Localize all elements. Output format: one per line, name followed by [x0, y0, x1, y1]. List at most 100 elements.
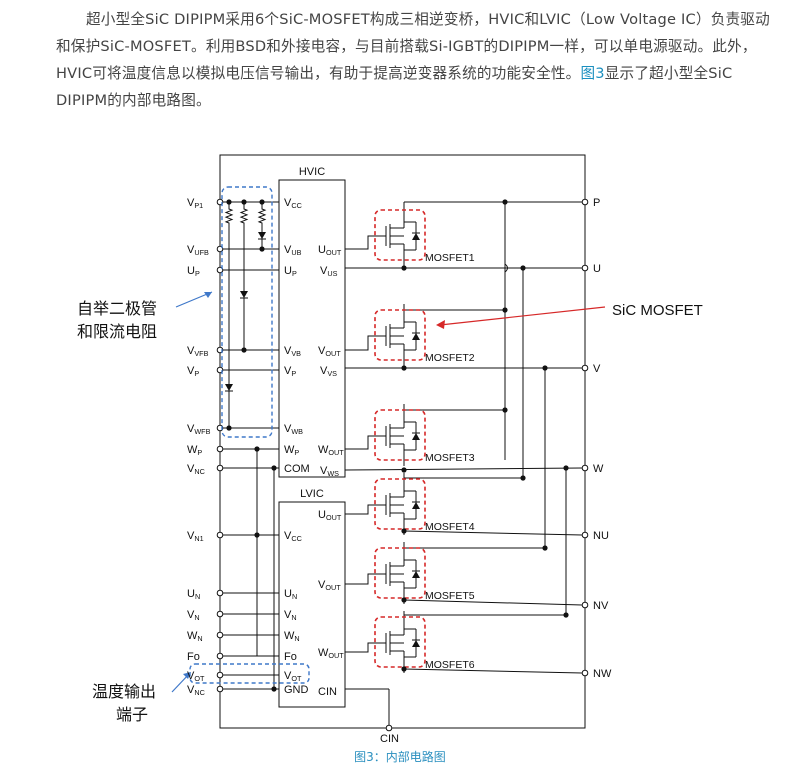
junction-dot — [254, 446, 260, 452]
wire — [345, 573, 380, 585]
hvic-pin-vp: VP — [284, 365, 296, 378]
mosfet-label: MOSFET5 — [425, 590, 475, 602]
hvic-out-vws: VWS — [320, 465, 339, 478]
body-diode — [412, 502, 420, 509]
annotation-temp-line2: 端子 — [116, 705, 148, 724]
left-pin-label-up: UP — [187, 265, 200, 278]
left-pin-label-wp: WP — [187, 444, 202, 457]
bottom-pin-cin: CIN — [380, 733, 399, 745]
lvic-box — [278, 501, 346, 708]
circuit-diagram: HVICLVICVP1VUFBUPVVFBVPVWFBWPVNCVN1UNVNW… — [77, 154, 703, 745]
left-pin-label-vufb: VUFB — [187, 244, 209, 257]
pin-terminal — [216, 266, 224, 274]
junction-dot — [401, 666, 407, 672]
junction-dot — [401, 597, 407, 603]
pin-terminal — [581, 531, 589, 539]
mosfet-label: MOSFET2 — [425, 352, 475, 364]
pin-terminal — [385, 724, 393, 732]
right-pin-U: U — [593, 263, 601, 275]
figure-3-link[interactable]: 图3 — [580, 65, 605, 82]
w-node — [344, 467, 583, 471]
mosfet-label: MOSFET4 — [425, 521, 475, 533]
hvic-out-uout: UOUT — [318, 244, 342, 257]
body-diode — [412, 233, 420, 240]
hvic-pin-vvb: VVB — [284, 345, 301, 358]
junction-dot — [271, 686, 277, 692]
pin-terminal — [581, 364, 589, 372]
resistor — [257, 202, 267, 230]
lvic-pin-vcc: VCC — [284, 530, 302, 543]
lvic-out-wout: WOUT — [318, 647, 344, 660]
figure-caption: 图3：内部电路图 — [354, 750, 446, 764]
hvic-pin-wp: WP — [284, 444, 299, 457]
left-pin-label-fo: Fo — [187, 651, 200, 663]
junction-dot — [502, 407, 508, 413]
pin-terminal — [216, 589, 224, 597]
pin-terminal — [581, 601, 589, 609]
junction-dot — [502, 307, 508, 313]
pin-terminal — [581, 669, 589, 677]
lvic-pin-wn: WN — [284, 630, 300, 643]
pin-terminal — [216, 245, 224, 253]
wire — [345, 504, 380, 515]
junction-dot — [542, 545, 548, 551]
hvic-out-wout: WOUT — [318, 444, 344, 457]
mosfet-highlight — [374, 209, 426, 261]
right-pin-NV: NV — [593, 600, 609, 612]
lvic-pin-fo: Fo — [284, 651, 297, 663]
lvic-pin-gnd: GND — [284, 684, 309, 696]
pin-terminal — [216, 531, 224, 539]
wire — [345, 435, 380, 450]
junction-dot — [259, 199, 265, 205]
left-pin-label-vwfb: VWFB — [187, 423, 211, 436]
lvic-out-uout: UOUT — [318, 509, 342, 522]
resistor — [224, 202, 234, 230]
wire — [345, 235, 380, 250]
diode — [258, 232, 266, 239]
hvic-out-vus: VUS — [320, 265, 338, 278]
junction-dot — [563, 612, 569, 618]
junction-dot — [259, 246, 265, 252]
mosfet-highlight — [374, 309, 426, 361]
mosfet-label: MOSFET1 — [425, 252, 475, 264]
left-pin-label-vn1: VN1 — [187, 530, 204, 543]
mosfet-label: MOSFET3 — [425, 452, 475, 464]
package-outline — [219, 154, 586, 729]
lvic-pin-vn: VN — [284, 609, 297, 622]
right-pin-P: P — [593, 197, 600, 209]
right-pin-V: V — [593, 363, 601, 375]
diode — [240, 291, 248, 298]
sic-arrowhead — [436, 320, 445, 329]
nu-node — [403, 530, 583, 536]
pin-terminal — [216, 685, 224, 693]
left-pin-label-vnc1: VNC — [187, 463, 205, 476]
junction-dot — [226, 199, 232, 205]
right-pin-NW: NW — [593, 668, 612, 680]
annotation-bsd-line2: 和限流电阻 — [77, 322, 157, 341]
sic-arrow — [439, 306, 606, 326]
mosfet-highlight — [374, 409, 426, 461]
right-pin-NU: NU — [593, 530, 609, 542]
diode — [225, 384, 233, 391]
left-pin-label-un: UN — [187, 588, 200, 601]
left-pin-label-vot: VOT — [187, 670, 205, 683]
annotation-temp-line1: 温度输出 — [92, 682, 156, 701]
junction-dot — [563, 465, 569, 471]
lvic-out-cin: CIN — [318, 686, 337, 698]
mosfet-label: MOSFET6 — [425, 659, 475, 671]
hvic-box — [278, 179, 346, 478]
annotation-bsd-line1: 自举二极管 — [77, 299, 157, 318]
paragraph-text: 超小型全SiC DIPIPM采用6个SiC-MOSFET构成三相逆变桥，HVIC… — [56, 11, 770, 82]
left-pin-label-wn: WN — [187, 630, 203, 643]
junction-dot — [401, 467, 407, 473]
mosfet-highlight — [374, 478, 426, 530]
pin-terminal — [581, 464, 589, 472]
bsd-arrowhead — [204, 292, 212, 298]
left-pin-label-vp1: VP1 — [187, 197, 203, 210]
hvic-pin-up: UP — [284, 265, 297, 278]
left-pin-label-vnc2: VNC — [187, 684, 205, 697]
nv-node — [403, 599, 583, 606]
right-pin-W: W — [593, 463, 604, 475]
annotation-sic-mosfet: SiC MOSFET — [612, 302, 703, 319]
junction-dot — [226, 425, 232, 431]
